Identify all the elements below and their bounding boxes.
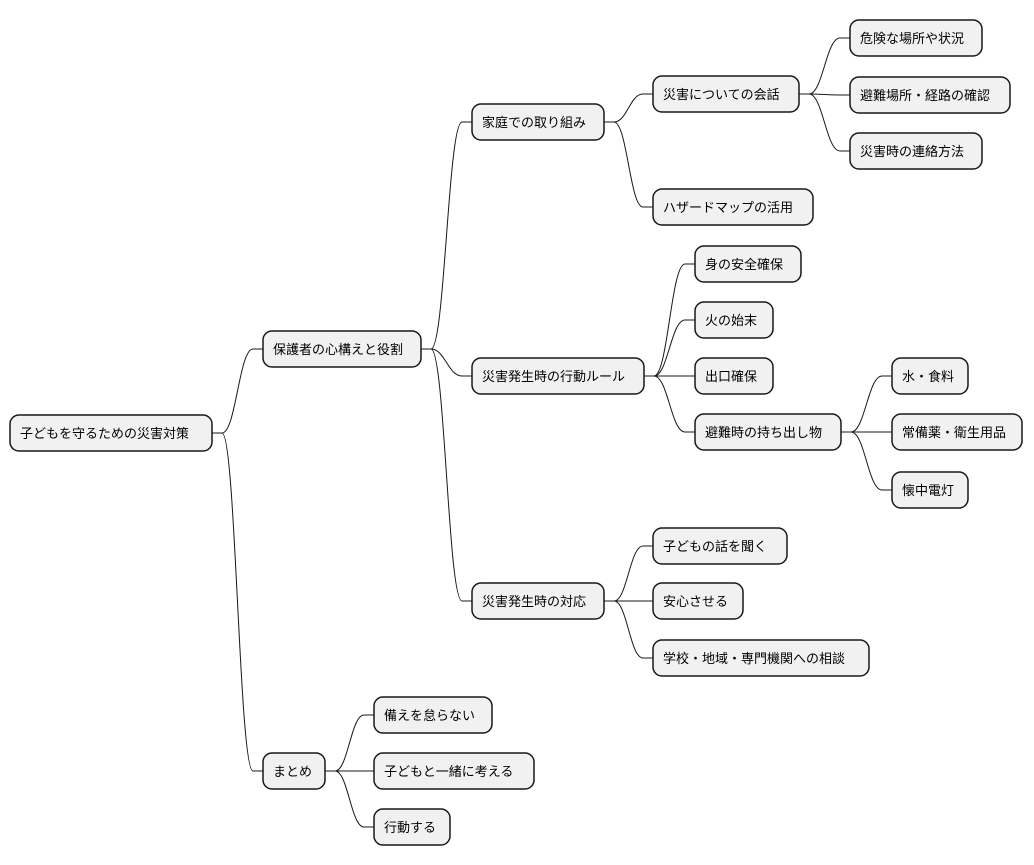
node-label: 身の安全確保 xyxy=(705,257,783,273)
node-listen-child: 子どもの話を聞く xyxy=(652,527,788,565)
connector-line xyxy=(212,348,263,434)
node-label: 子どもを守るための災害対策 xyxy=(20,426,189,442)
node-label: ハザードマップの活用 xyxy=(663,201,793,216)
connector-line xyxy=(604,600,653,659)
node-label: 子どもと一緒に考える xyxy=(384,765,513,780)
node-medicine-hygiene: 常備薬・衛生用品 xyxy=(891,413,1023,451)
node-label: 家庭での取り組み xyxy=(482,115,586,131)
connector-line xyxy=(325,770,374,828)
node-root: 子どもを守るための災害対策 xyxy=(9,414,213,452)
node-water-food: 水・食料 xyxy=(891,357,969,395)
node-label: 災害時の連絡方法 xyxy=(860,144,964,160)
node-label: 出口確保 xyxy=(705,369,757,385)
connector-line xyxy=(644,319,695,377)
node-guardian-role: 保護者の心構えと役割 xyxy=(262,330,422,368)
node-label: 避難場所・経路の確認 xyxy=(860,88,990,104)
connector-line xyxy=(212,432,263,772)
node-label: 行動する xyxy=(384,821,436,836)
connector-line xyxy=(325,714,374,772)
node-contact-method: 災害時の連絡方法 xyxy=(849,132,983,170)
node-label: 災害発生時の対応 xyxy=(482,594,586,610)
node-consultation: 学校・地域・専門機関への相談 xyxy=(652,639,870,677)
node-personal-safety: 身の安全確保 xyxy=(694,245,802,283)
connector-line xyxy=(604,121,653,208)
node-label: 危険な場所や状況 xyxy=(860,32,964,47)
connector-line xyxy=(421,348,472,377)
connector-line xyxy=(644,375,695,433)
connector-lines xyxy=(212,37,892,828)
node-label: 避難時の持ち出し物 xyxy=(705,426,822,441)
node-summary: まとめ xyxy=(262,752,326,790)
node-label: 安心させる xyxy=(663,595,728,610)
node-take-action: 行動する xyxy=(373,808,451,846)
node-label: 火の始末 xyxy=(705,314,757,329)
node-think-together: 子どもと一緒に考える xyxy=(373,752,535,790)
node-label: 常備薬・衛生用品 xyxy=(902,425,1006,441)
node-fire-safety: 火の始末 xyxy=(694,301,774,339)
node-disaster-talk: 災害についての会話 xyxy=(652,75,800,113)
connector-line xyxy=(841,431,892,491)
connector-line xyxy=(604,93,653,123)
node-hazard-map: ハザードマップの活用 xyxy=(652,188,814,226)
connector-line xyxy=(799,37,850,95)
node-evacuation-route: 避難場所・経路の確認 xyxy=(849,76,1011,114)
node-home-efforts: 家庭での取り組み xyxy=(471,103,605,141)
node-evacuation-items: 避難時の持ち出し物 xyxy=(694,413,842,451)
node-label: 災害についての会話 xyxy=(663,87,780,103)
connector-line xyxy=(799,93,850,152)
connector-line xyxy=(421,348,472,602)
node-label: 災害発生時の行動ルール xyxy=(482,369,625,385)
connector-line xyxy=(604,545,653,602)
node-disaster-action-rules: 災害発生時の行動ルール xyxy=(471,357,645,395)
node-label: 子どもの話を聞く xyxy=(663,539,767,555)
node-label: 水・食料 xyxy=(902,369,954,385)
node-danger-places: 危険な場所や状況 xyxy=(849,19,983,57)
node-label: 学校・地域・専門機関への相談 xyxy=(663,651,845,667)
connector-line xyxy=(841,375,892,433)
connector-line xyxy=(421,121,472,350)
node-label: まとめ xyxy=(273,765,312,780)
node-stay-prepared: 備えを怠らない xyxy=(373,696,493,734)
node-label: 懐中電灯 xyxy=(902,483,954,499)
node-label: 備えを怠らない xyxy=(384,708,475,724)
node-disaster-response: 災害発生時の対応 xyxy=(471,582,605,620)
node-exit-secure: 出口確保 xyxy=(694,357,774,395)
node-label: 保護者の心構えと役割 xyxy=(273,342,403,358)
connector-line xyxy=(644,263,695,377)
node-reassure: 安心させる xyxy=(652,582,744,620)
node-flashlight: 懐中電灯 xyxy=(891,471,969,509)
